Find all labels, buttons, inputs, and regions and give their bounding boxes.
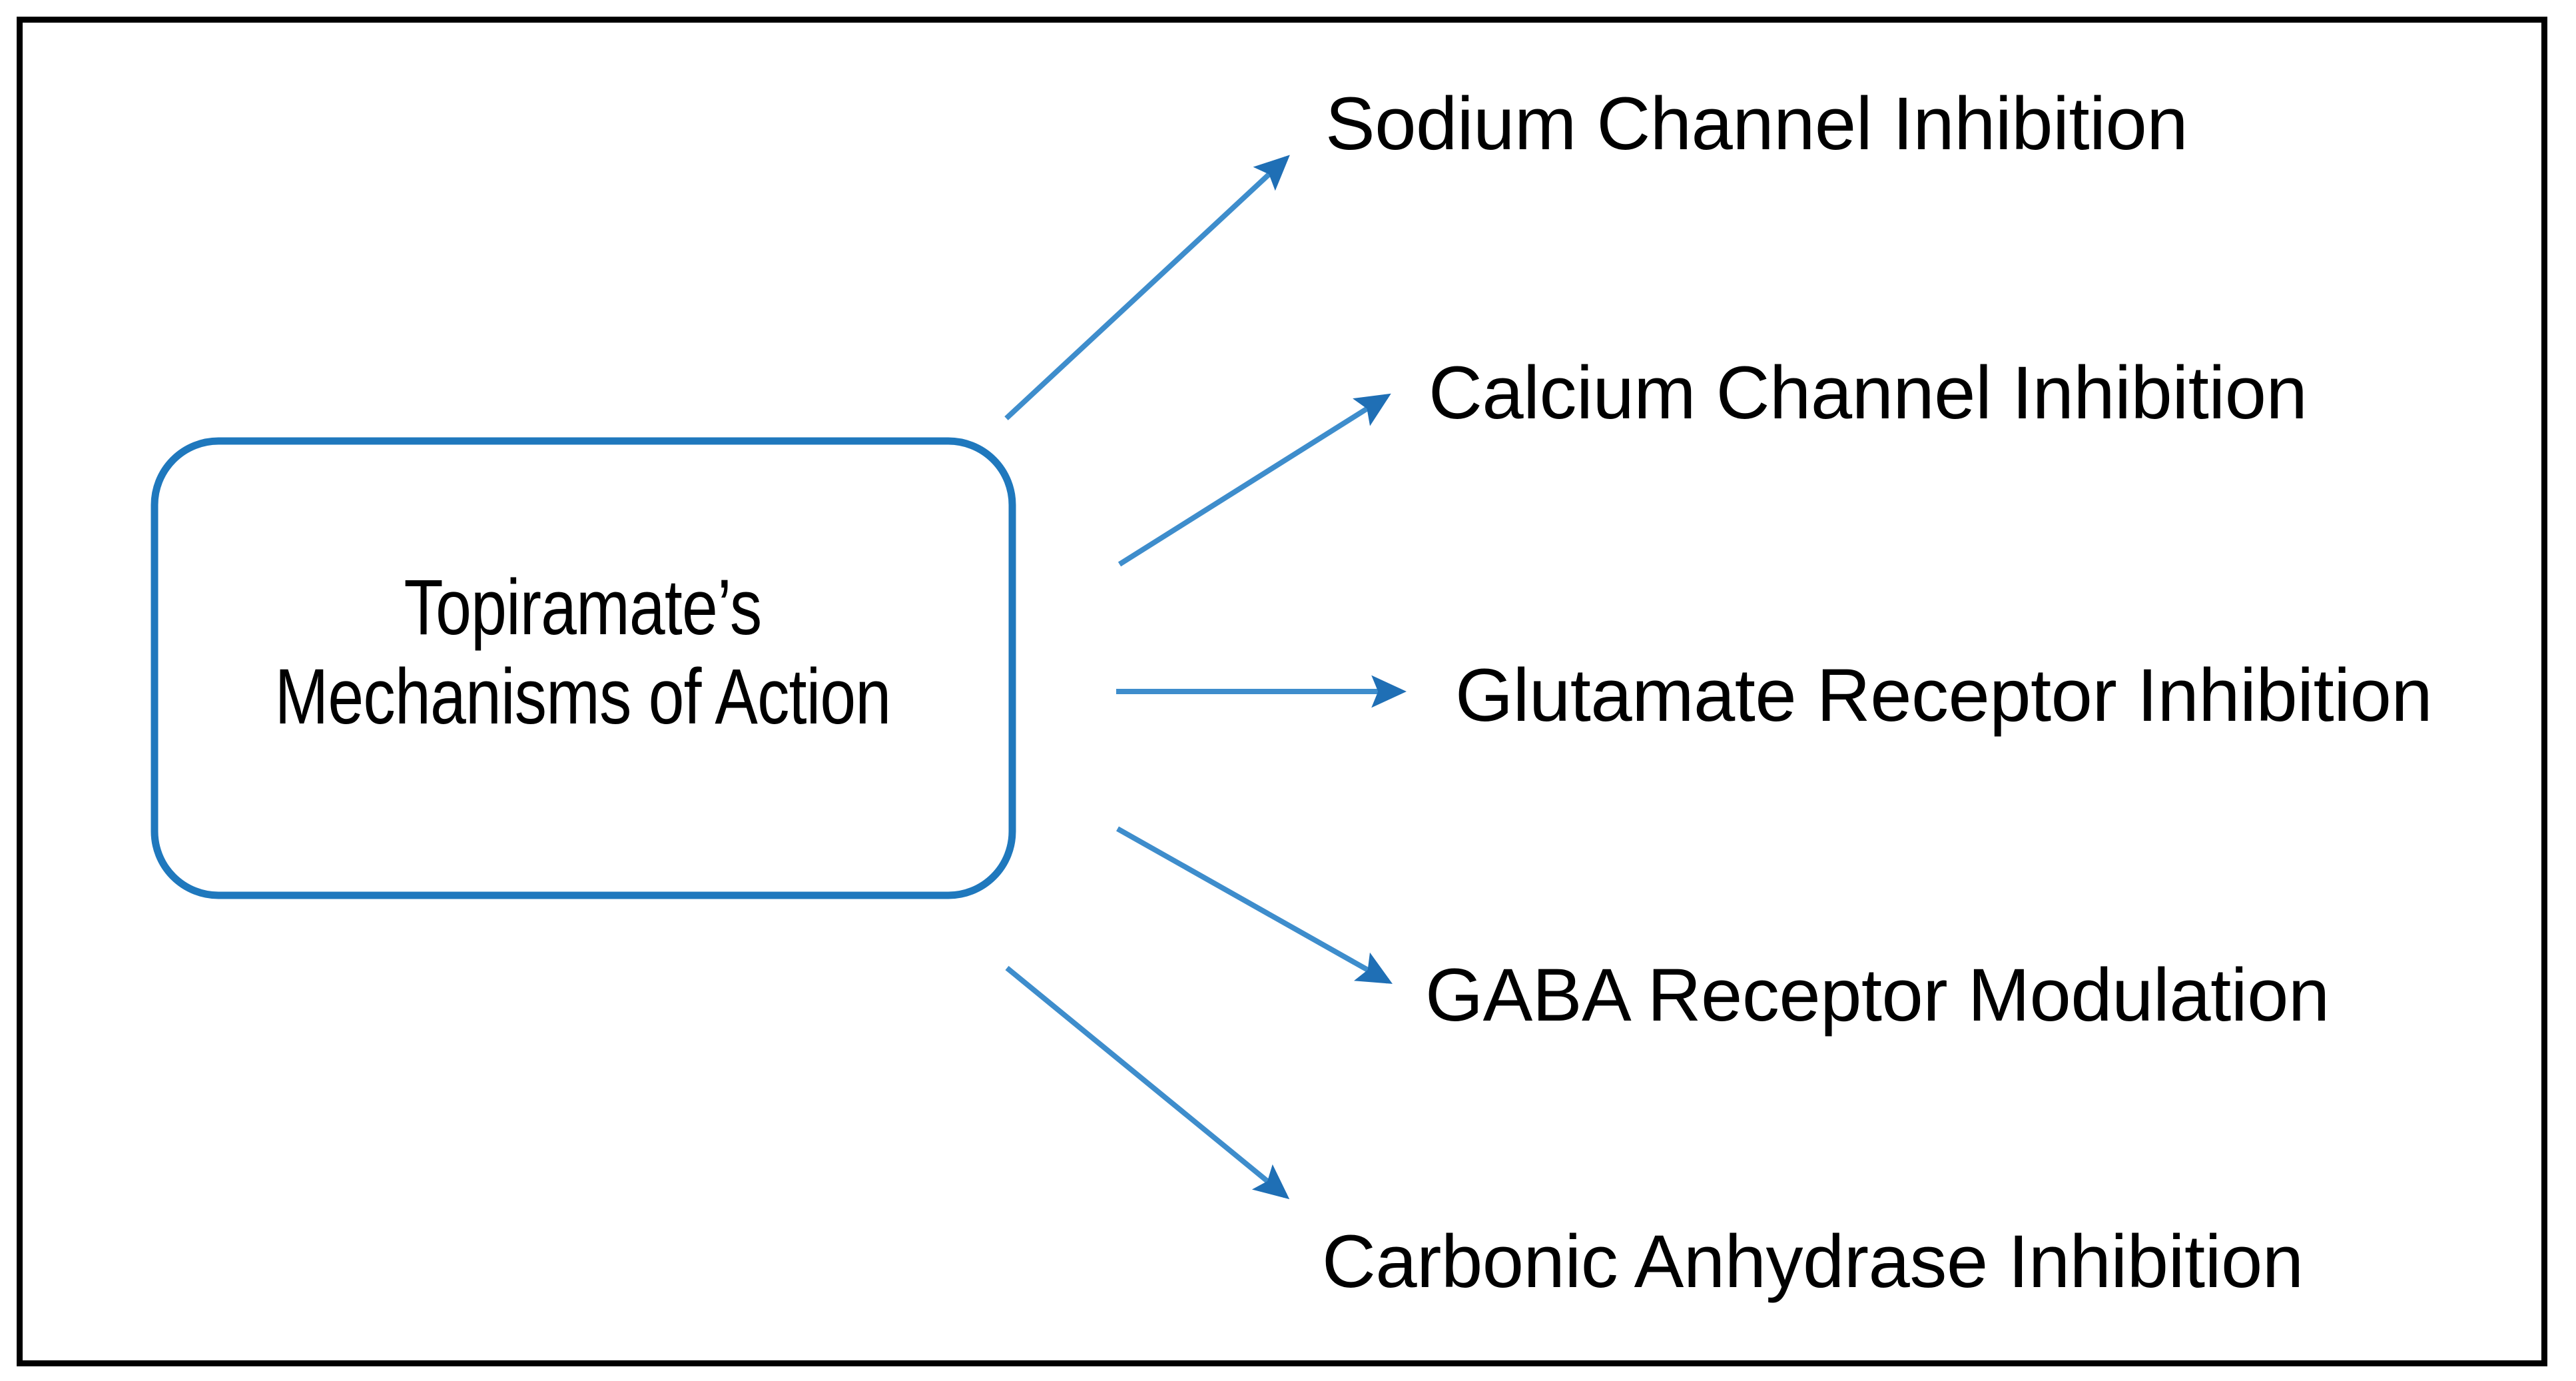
central-node-line-2: Mechanisms of Action: [274, 653, 892, 741]
branch-label-carbonic-anhydrase-inhibition: Carbonic Anhydrase Inhibition: [1322, 1220, 2304, 1303]
branch-label-sodium-channel-inhibition: Sodium Channel Inhibition: [1325, 82, 2188, 165]
branch-label-calcium-channel-inhibition: Calcium Channel Inhibition: [1429, 351, 2308, 434]
branch-label-gaba-receptor-modulation: GABA Receptor Modulation: [1425, 953, 2330, 1037]
central-node-line-1: Topiramate’s: [404, 564, 763, 652]
connector-arrow-carbonic-anhydrase-inhibition: [1005, 965, 1290, 1200]
connector-arrow-calcium-channel-inhibition: [1118, 393, 1391, 567]
connector-arrow-gaba-receptor-modulation: [1116, 826, 1393, 984]
branch-label-glutamate-receptor-inhibition: Glutamate Receptor Inhibition: [1455, 654, 2433, 737]
central-node-label: Topiramate’s Mechanisms of Action: [233, 563, 932, 741]
central-node-box: [151, 437, 1016, 899]
connector-arrow-sodium-channel-inhibition: [1004, 155, 1290, 420]
